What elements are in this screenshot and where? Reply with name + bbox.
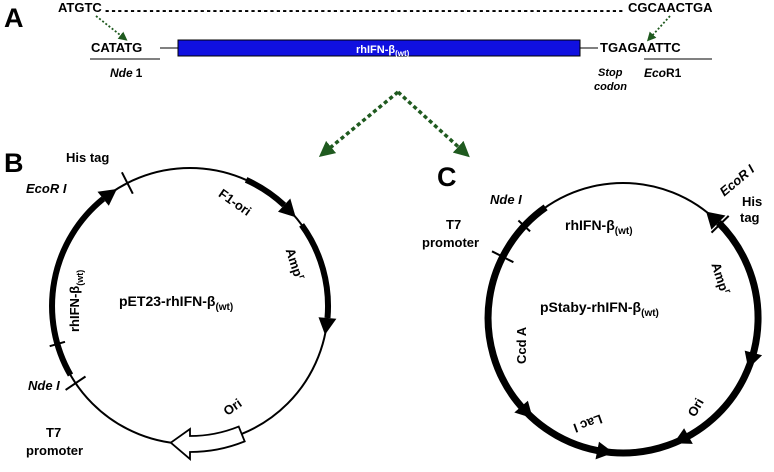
plasmid-c-t7-line2: promoter	[422, 235, 479, 250]
plasmid-b-amp-arrowhead	[318, 317, 337, 335]
plasmid-c-amp-arrowhead	[744, 350, 763, 369]
plasmid-b-his-tag-tick	[121, 171, 134, 195]
plasmid-c-t7-line1: T7	[446, 217, 461, 232]
plasmid-c-his-line1: His	[742, 194, 762, 209]
plasmid-c-laci-arc	[514, 399, 598, 454]
plasmid-b-ori: Ori	[221, 396, 245, 419]
plasmid-c-gene: rhIFN-β(wt)	[565, 217, 633, 237]
plasmid-c-name: pStaby-rhIFN-β(wt)	[540, 299, 659, 319]
sequence-start-pointer	[95, 15, 128, 41]
plasmid-b-his-tag: His tag	[66, 150, 109, 165]
plasmid-b-gene: rhIFN-β(wt)	[67, 270, 85, 332]
split-arrow-right	[396, 90, 470, 158]
panel-label-a: A	[4, 3, 24, 33]
plasmid-c-gene-arrowhead	[706, 211, 726, 230]
plasmid-b-t7-line1: T7	[46, 425, 61, 440]
plasmid-b-name: pET23-rhIFN-β(wt)	[119, 293, 233, 313]
plasmid-b-f1-ori-arrowhead	[278, 198, 296, 218]
plasmid-c-laci: Lac I	[571, 411, 604, 435]
ecor-site-name: EcoR1	[644, 66, 682, 80]
sequence-end: CGCAACTGA	[628, 0, 713, 15]
plasmid-c-nde-tick	[517, 219, 531, 233]
stop-codon-line1: Stop	[598, 67, 623, 79]
plasmid-b-ecor: EcoR I	[26, 181, 67, 196]
stop-codon-line2: codon	[594, 81, 627, 93]
panel-label-c: C	[437, 162, 457, 192]
plasmid-b-gene-arc	[49, 196, 106, 377]
plasmid-c-ccda: Ccd A	[514, 326, 529, 364]
plasmid-c-ccda-arc	[493, 363, 524, 409]
plasmid-c-his-tag-tick	[710, 215, 730, 234]
sequence-start: ATGTC	[58, 0, 102, 15]
plasmid-c-ori: Ori	[684, 395, 706, 419]
plasmid-b-gene-arrowhead	[97, 189, 117, 206]
plasmid-c-nde: Nde I	[490, 192, 522, 207]
ecor-site-sequence: TGAGAATTC	[600, 40, 681, 55]
plasmid-b-nde: Nde I	[28, 378, 60, 393]
rhifn-gene-label: rhIFN-β(wt)	[356, 44, 410, 58]
plasmid-c-his-line2: tag	[740, 210, 760, 225]
plasmid-b-nde-tick	[49, 340, 66, 348]
plasmid-c-ori-arc	[686, 399, 732, 439]
plasmid-b-f1-ori-arc	[244, 177, 287, 208]
sequence-end-pointer	[646, 15, 671, 42]
split-arrow-left	[318, 90, 400, 158]
nde-site-sequence: CATATG	[91, 40, 142, 55]
plasmid-c-amp: Ampr	[708, 260, 733, 296]
plasmid-b-amp: Ampr	[283, 246, 308, 282]
plasmid-c-t7-tick	[491, 250, 514, 264]
plasmid-c-laci-arrowhead	[595, 441, 614, 460]
plasmid-c-ori-arrowhead	[673, 428, 693, 444]
plasmid-b-f1-ori: F1-ori	[216, 186, 254, 219]
plasmid-c-amp-arc	[737, 249, 761, 354]
sequence-dots: ........................................…	[104, 0, 624, 15]
plasmid-b-t7-line2: promoter	[26, 443, 83, 458]
plasmid-b-ori-arrow	[169, 425, 246, 461]
plasmid-b-amp-arc	[299, 223, 331, 319]
plasmid-b-t7-tick	[65, 375, 87, 391]
panel-label-b: B	[4, 148, 24, 178]
